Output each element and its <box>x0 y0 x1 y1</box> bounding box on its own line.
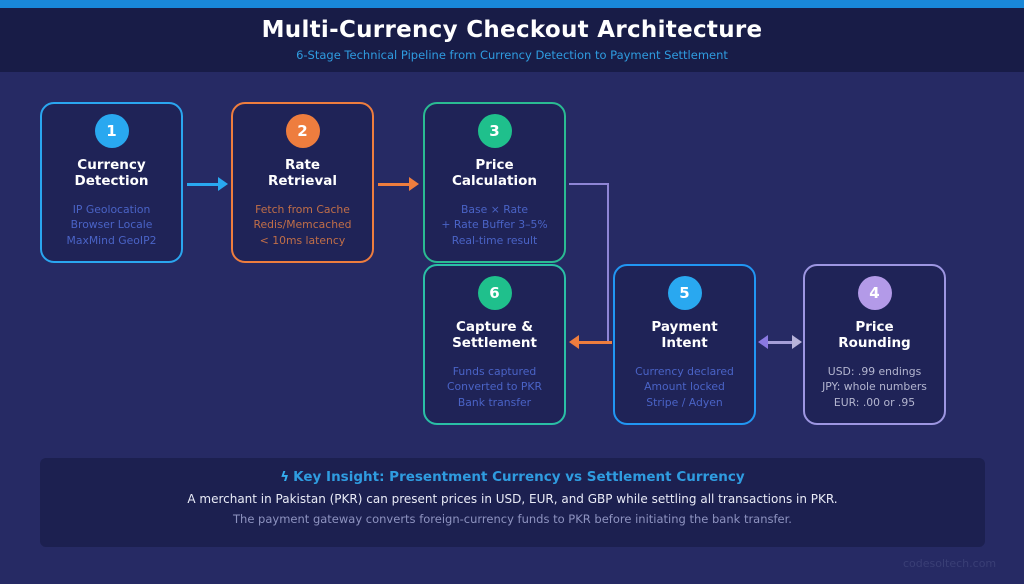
stage-detail: Currency declared <box>635 364 734 378</box>
page-subtitle: 6-Stage Technical Pipeline from Currency… <box>296 48 728 62</box>
stage-card-rate-retrieval: 2 Rate Retrieval Fetch from Cache Redis/… <box>231 102 374 263</box>
stage-title: Rate Retrieval <box>268 157 337 190</box>
stage-details: Fetch from Cache Redis/Memcached < 10ms … <box>233 202 372 248</box>
stage-details: Base × Rate + Rate Buffer 3–5% Real-time… <box>425 202 564 248</box>
stage-detail: < 10ms latency <box>259 233 346 247</box>
stage-title: Capture & Settlement <box>452 319 537 352</box>
header: Multi-Currency Checkout Architecture 6-S… <box>0 8 1024 72</box>
elbow-connector-vertical <box>607 183 609 341</box>
stage-detail: EUR: .00 or .95 <box>833 395 916 409</box>
arrow-left-icon <box>569 335 612 349</box>
stage-title: Payment Intent <box>651 319 718 352</box>
stage-number: 1 <box>106 122 117 140</box>
page-title: Multi-Currency Checkout Architecture <box>261 17 763 43</box>
stage-detail: Real-time result <box>451 233 538 247</box>
arrow-shaft <box>378 182 409 186</box>
stage-details: IP Geolocation Browser Locale MaxMind Ge… <box>42 202 181 248</box>
stage-number: 5 <box>679 284 690 302</box>
elbow-connector-horizontal <box>569 183 609 185</box>
arrow-head-icon <box>792 335 802 349</box>
arrow-right-icon <box>378 177 419 191</box>
stage-details: USD: .99 endings JPY: whole numbers EUR:… <box>805 364 944 410</box>
stage-number-badge: 4 <box>857 276 892 310</box>
stage-number: 6 <box>489 284 500 302</box>
stage-number-badge: 6 <box>477 276 512 310</box>
stage-detail: JPY: whole numbers <box>822 380 927 394</box>
arrow-head-icon <box>569 335 579 349</box>
key-insight-title: Key Insight: Presentment Currency vs Set… <box>293 469 745 485</box>
arrow-head-icon <box>218 177 228 191</box>
stage-card-price-calculation: 3 Price Calculation Base × Rate + Rate B… <box>423 102 566 263</box>
stage-detail: IP Geolocation <box>72 202 151 216</box>
key-insight-line2: The payment gateway converts foreign-cur… <box>233 512 792 526</box>
stage-detail: MaxMind GeoIP2 <box>66 233 157 247</box>
stage-number: 4 <box>869 284 880 302</box>
top-accent-strip <box>0 0 1024 8</box>
stage-detail: Browser Locale <box>70 218 153 232</box>
key-insight-line1: A merchant in Pakistan (PKR) can present… <box>187 492 838 506</box>
stage-card-payment-intent: 5 Payment Intent Currency declared Amoun… <box>613 264 756 425</box>
stage-card-price-rounding: 4 Price Rounding USD: .99 endings JPY: w… <box>803 264 946 425</box>
stage-detail: Redis/Memcached <box>253 218 352 232</box>
arrow-shaft <box>579 340 612 344</box>
stage-number: 2 <box>297 122 308 140</box>
stage-title: Price Rounding <box>838 319 911 352</box>
stage-detail: Base × Rate <box>461 202 528 216</box>
stage-card-currency-detection: 1 Currency Detection IP Geolocation Brow… <box>40 102 183 263</box>
stage-detail: Bank transfer <box>457 395 532 409</box>
arrow-shaft <box>187 182 218 186</box>
stage-card-capture-settlement: 6 Capture & Settlement Funds captured Co… <box>423 264 566 425</box>
stage-details: Currency declared Amount locked Stripe /… <box>615 364 754 410</box>
watermark: codesoltech.com <box>903 557 997 570</box>
stage-title: Currency Detection <box>74 157 149 190</box>
arrow-right-icon <box>187 177 228 191</box>
stage-detail: USD: .99 endings <box>827 364 922 378</box>
stage-number-badge: 1 <box>94 114 129 148</box>
arrow-head-icon <box>409 177 419 191</box>
stage-detail: Converted to PKR <box>447 380 542 394</box>
arrow-shaft <box>768 340 792 344</box>
stage-detail: + Rate Buffer 3–5% <box>441 218 548 232</box>
stage-title: Price Calculation <box>452 157 537 190</box>
stage-number-badge: 3 <box>477 114 512 148</box>
stage-detail: Amount locked <box>644 380 725 394</box>
stage-detail: Stripe / Adyen <box>646 395 723 409</box>
stage-details: Funds captured Converted to PKR Bank tra… <box>425 364 564 410</box>
lightning-bolt-icon: ϟ <box>280 469 290 485</box>
stage-number-badge: 2 <box>285 114 320 148</box>
arrow-both-icon <box>758 335 802 349</box>
arrow-head-icon <box>758 335 768 349</box>
stage-number-badge: 5 <box>667 276 702 310</box>
stage-number: 3 <box>489 122 500 140</box>
stage-detail: Fetch from Cache <box>255 202 350 216</box>
stage-detail: Funds captured <box>452 364 537 378</box>
